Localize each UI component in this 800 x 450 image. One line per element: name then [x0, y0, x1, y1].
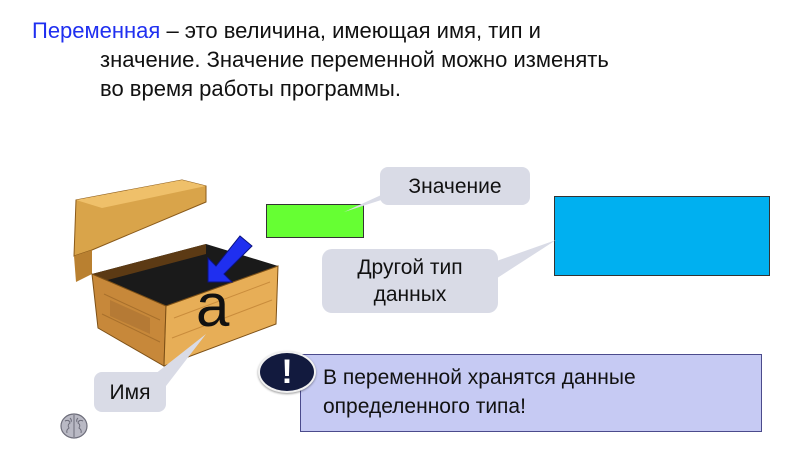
- brain-icon: [60, 413, 88, 439]
- definition-line-3: во время работы программы.: [100, 76, 401, 101]
- value-rectangle: [266, 204, 364, 238]
- term-variable: Переменная: [32, 18, 161, 43]
- callout-other-type: [322, 240, 556, 313]
- definition-line-1-rest: – это величина, имеющая имя, тип и: [160, 18, 541, 43]
- callout-other-type-label: Другой тип данных: [322, 249, 498, 313]
- callout-other-type-line-2: данных: [373, 283, 447, 306]
- definition-text: Переменная – это величина, имеющая имя, …: [32, 16, 752, 103]
- callout-other-type-line-1: Другой тип: [357, 256, 463, 279]
- note-line-2: определенного типа!: [323, 395, 526, 418]
- note-line-1: В переменной хранятся данные: [323, 366, 636, 389]
- callout-value-label: Значение: [408, 174, 502, 198]
- blue-arrow-icon: [207, 235, 253, 283]
- variable-letter: a: [196, 272, 230, 339]
- other-type-rectangle: [554, 196, 770, 276]
- definition-line-2: значение. Значение переменной можно изме…: [100, 47, 609, 72]
- callout-value: [344, 167, 530, 212]
- wooden-box-icon: [73, 179, 279, 367]
- definition-line-1: Переменная – это величина, имеющая имя, …: [32, 16, 752, 45]
- callout-name-label: Имя: [109, 380, 151, 404]
- note-box: В переменной хранятся данные определенно…: [300, 354, 762, 432]
- exclamation-icon: !: [258, 351, 316, 393]
- callout-name: [94, 334, 206, 412]
